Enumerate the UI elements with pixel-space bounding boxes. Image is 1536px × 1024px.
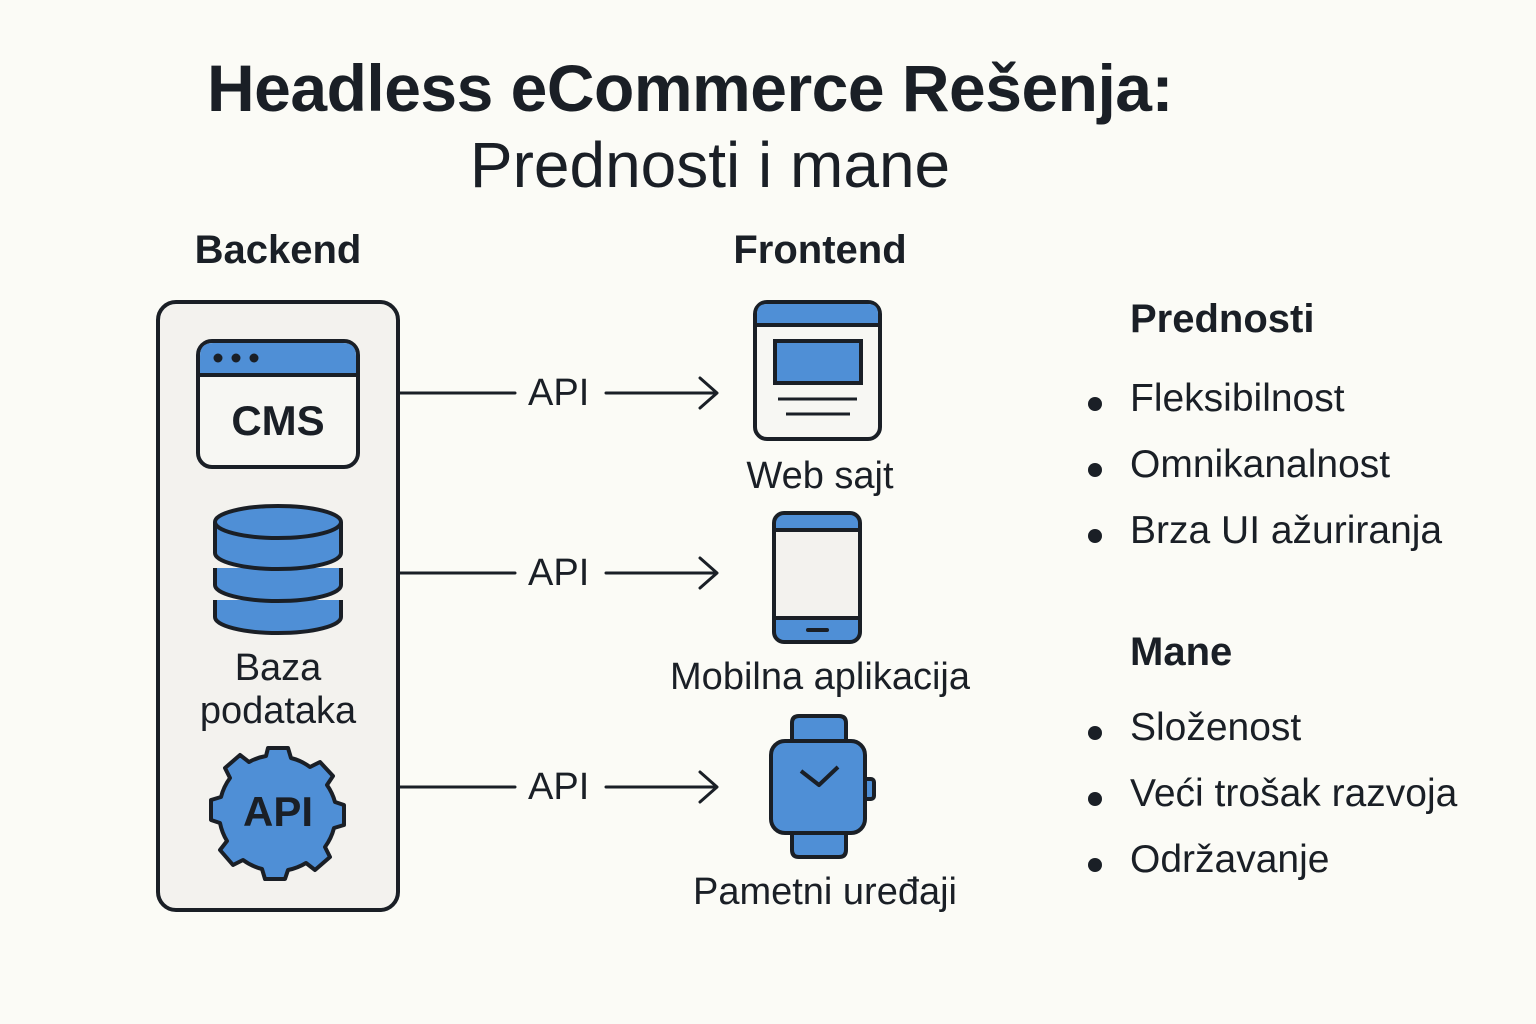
- api-connection-label: API: [528, 552, 590, 594]
- page-subtitle: Prednosti i mane: [469, 129, 951, 201]
- bullet-icon: [1088, 529, 1102, 543]
- cms-icon: [196, 339, 360, 469]
- bullet-icon: [1088, 463, 1102, 477]
- api-gear-icon: [209, 746, 346, 881]
- connection-arrows: [396, 376, 719, 804]
- disadvantage-item: Održavanje: [1088, 838, 1329, 882]
- disadvantage-item: Složenost: [1088, 706, 1301, 750]
- cms-label: CMS: [231, 397, 325, 444]
- database-label-line1: Baza: [234, 647, 322, 689]
- advantage-item: Brza UI ažuriranja: [1088, 509, 1442, 553]
- page-title: Headless eCommerce Rešenja:: [207, 51, 1174, 125]
- database-label-line2: podataka: [199, 690, 357, 732]
- advantage-item: Fleksibilnost: [1088, 377, 1345, 421]
- api-gear-label: API: [242, 788, 313, 835]
- mobile-app-label: Mobilna aplikacija: [670, 656, 970, 698]
- browser-window-icon: [753, 300, 882, 441]
- web-site-label: Web sajt: [746, 455, 894, 497]
- disadvantage-item: Veći trošak razvoja: [1088, 772, 1457, 816]
- backend-heading: Backend: [194, 228, 362, 272]
- api-connection-label: API: [528, 766, 590, 808]
- bullet-icon: [1088, 792, 1102, 806]
- advantages-heading: Prednosti: [1130, 297, 1315, 341]
- smartwatch-icon: [769, 714, 876, 859]
- smart-devices-label: Pametni uređaji: [692, 871, 958, 913]
- bullet-icon: [1088, 858, 1102, 872]
- disadvantages-heading: Mane: [1130, 630, 1233, 674]
- bullet-icon: [1088, 726, 1102, 740]
- advantage-item: Omnikanalnost: [1088, 443, 1390, 487]
- bullet-icon: [1088, 397, 1102, 411]
- api-connection-label: API: [528, 372, 590, 414]
- database-icon: [213, 504, 343, 635]
- mobile-phone-icon: [772, 511, 862, 644]
- frontend-heading: Frontend: [733, 228, 907, 272]
